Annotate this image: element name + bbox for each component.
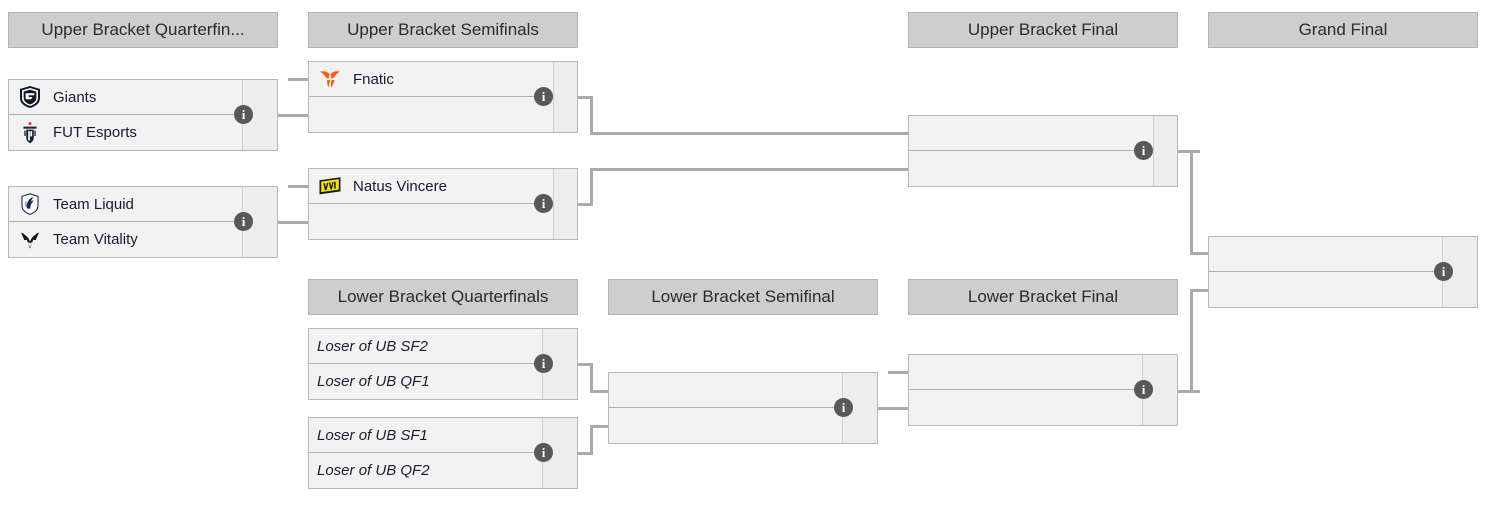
opponent-name: Team Vitality [53, 231, 138, 248]
match-ub-sf2[interactable]: Natus Vincere [308, 168, 578, 240]
score-column [553, 169, 577, 239]
connector-lbfinal-to-grandfinal [1190, 289, 1208, 292]
connector-ubsf1-to-ubfinal [590, 132, 908, 135]
opponent-name: Fnatic [353, 70, 394, 88]
match-info-icon[interactable]: i [534, 443, 553, 462]
fnatic-logo [317, 66, 343, 92]
connector-ubfinal-out [1178, 150, 1200, 153]
match-lb-qf2[interactable]: Loser of UB SF1 Loser of UB QF2 [308, 417, 578, 489]
connector-lbsf-to-lbfinal [878, 407, 908, 410]
connector-ubsf2-vertical [590, 168, 593, 206]
opponent-name: Loser of UB SF1 [317, 426, 428, 444]
round-header-upper-bracket-semifinals[interactable]: Upper Bracket Semifinals [308, 12, 578, 48]
score-column [553, 62, 577, 132]
match-opponent-top[interactable]: Fnatic [309, 62, 577, 97]
round-header-grand-final[interactable]: Grand Final [1208, 12, 1478, 48]
connector-ubsf2-out [578, 203, 593, 206]
team-vitality-logo [17, 227, 43, 253]
score-column [1153, 116, 1177, 186]
round-header-upper-bracket-quarterfinals[interactable]: Upper Bracket Quarterfin... [8, 12, 278, 48]
match-info-icon[interactable]: i [1434, 262, 1453, 281]
match-opponent-top[interactable] [609, 373, 877, 408]
match-info-icon[interactable]: i [534, 194, 553, 213]
match-opponent-top[interactable]: Team Liquid [9, 187, 277, 222]
match-opponent-bottom[interactable]: Team Vitality [9, 222, 277, 257]
match-info-icon[interactable]: i [1134, 380, 1153, 399]
match-info-icon[interactable]: i [234, 212, 253, 231]
match-opponent-top[interactable]: Giants [9, 80, 277, 115]
connector-lbqf1-vertical [590, 363, 593, 393]
connector-lbqf1-to-lbsf [590, 390, 608, 393]
match-ub-qf2[interactable]: Team Liquid Team Vitality [8, 186, 278, 258]
connector-stub-lbfinal-top [888, 371, 908, 374]
match-info-icon[interactable]: i [234, 105, 253, 124]
connector-ubsf1-vertical [590, 96, 593, 135]
match-info-icon[interactable]: i [1134, 141, 1153, 160]
connector-lbqf2-to-lbsf [590, 425, 608, 428]
round-header-upper-bracket-final[interactable]: Upper Bracket Final [908, 12, 1178, 48]
match-lb-semifinal[interactable] [608, 372, 878, 444]
round-header-lower-bracket-semifinal[interactable]: Lower Bracket Semifinal [608, 279, 878, 315]
connector-ubqf2-to-ubsf2 [278, 221, 308, 224]
match-info-icon[interactable]: i [534, 87, 553, 106]
opponent-name: Natus Vincere [353, 177, 447, 195]
connector-stub-ubsf2-top [288, 185, 308, 188]
connector-ubsf1-out [578, 96, 593, 99]
connector-lbfinal-vertical [1190, 289, 1193, 393]
opponent-name: Loser of UB QF2 [317, 462, 430, 479]
match-lb-final[interactable] [908, 354, 1178, 426]
connector-ubfinal-to-grandfinal [1190, 252, 1208, 255]
match-lb-qf1[interactable]: Loser of UB SF2 Loser of UB QF1 [308, 328, 578, 400]
connector-lbfinal-out [1178, 390, 1200, 393]
match-ub-final[interactable] [908, 115, 1178, 187]
opponent-name: Loser of UB SF2 [317, 337, 428, 355]
match-info-icon[interactable]: i [534, 354, 553, 373]
fut-esports-logo [17, 120, 43, 146]
team-liquid-logo [17, 191, 43, 217]
giants-logo [17, 84, 43, 110]
match-opponent-top[interactable] [909, 116, 1177, 151]
opponent-name: Giants [53, 88, 97, 106]
connector-lbqf2-vertical [590, 425, 593, 455]
round-header-lower-bracket-final[interactable]: Lower Bracket Final [908, 279, 1178, 315]
match-grand-final[interactable] [1208, 236, 1478, 308]
match-info-icon[interactable]: i [834, 398, 853, 417]
match-opponent-top[interactable]: Natus Vincere [309, 169, 577, 204]
connector-ubsf2-to-ubfinal [590, 168, 908, 171]
connector-ubfinal-vertical [1190, 150, 1193, 255]
match-opponent-bottom[interactable]: FUT Esports [9, 115, 277, 150]
opponent-name: Team Liquid [53, 195, 134, 213]
match-opponent-top[interactable] [909, 355, 1177, 390]
match-opponent-top[interactable]: Loser of UB SF1 [309, 418, 577, 453]
match-ub-sf1[interactable]: Fnatic [308, 61, 578, 133]
navi-logo [317, 173, 343, 199]
connector-stub-ubsf1-top [288, 78, 308, 81]
connector-lbqf2-out [578, 452, 593, 455]
match-opponent-top[interactable]: Loser of UB SF2 [309, 329, 577, 364]
connector-lbqf1-out [578, 363, 593, 366]
round-header-lower-bracket-quarterfinals[interactable]: Lower Bracket Quarterfinals [308, 279, 578, 315]
connector-ubqf1-to-ubsf1 [278, 114, 308, 117]
opponent-name: Loser of UB QF1 [317, 373, 430, 390]
opponent-name: FUT Esports [53, 124, 137, 141]
match-opponent-top[interactable] [1209, 237, 1477, 272]
